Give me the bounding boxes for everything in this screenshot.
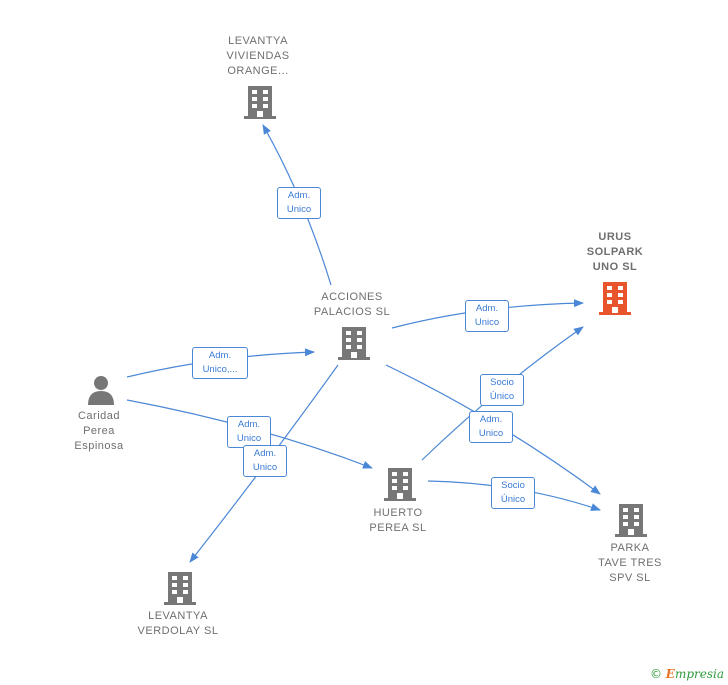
node-label: HUERTO PEREA SL [369,507,427,534]
building-icon [599,282,631,315]
building-icon [384,468,416,501]
node-levantya-viviendas[interactable]: LEVANTYA VIVIENDAS ORANGE... [208,34,308,79]
node-parka-tave[interactable]: PARKA TAVE TRES SPV SL [580,541,680,586]
building-icon [244,86,276,119]
person-icon [88,376,114,405]
node-urus-solpark[interactable]: URUS SOLPARK UNO SL [565,230,665,275]
node-label: Caridad Perea Espinosa [74,410,124,452]
edge-label-e7[interactable]: Adm. Unico [469,411,513,443]
edge-label-e1[interactable]: Adm. Unico [277,187,321,219]
edge-label-e5[interactable]: Adm. Unico [243,445,287,477]
node-huerto-perea[interactable]: HUERTO PEREA SL [348,506,448,536]
node-levantya-verdolay[interactable]: LEVANTYA VERDOLAY SL [123,609,233,639]
node-label: LEVANTYA VIVIENDAS ORANGE... [226,35,290,77]
node-acciones-palacios[interactable]: ACCIONES PALACIOS SL [297,290,407,320]
edge-label-e8[interactable]: Socio Único [491,477,535,509]
node-label: ACCIONES PALACIOS SL [313,291,391,318]
building-icon [338,327,370,360]
node-caridad-perea[interactable]: Caridad Perea Espinosa [49,409,149,454]
edge-label-e3[interactable]: Adm. Unico,... [192,347,248,379]
building-icon [164,572,196,605]
empresia-logo: © Empresia [650,667,724,681]
edge-label-e6[interactable]: Socio Único [480,374,524,406]
node-label: PARKA TAVE TRES SPV SL [598,542,662,584]
edge-label-e4[interactable]: Adm. Unico [227,416,271,448]
building-icon [615,504,647,537]
edge-label-e2[interactable]: Adm. Unico [465,300,509,332]
brand-initial: E [665,667,675,681]
node-label: LEVANTYA VERDOLAY SL [137,610,219,637]
copyright-symbol: © [649,667,662,681]
node-label: URUS SOLPARK UNO SL [586,231,644,273]
brand-name: mpresia [674,667,724,681]
